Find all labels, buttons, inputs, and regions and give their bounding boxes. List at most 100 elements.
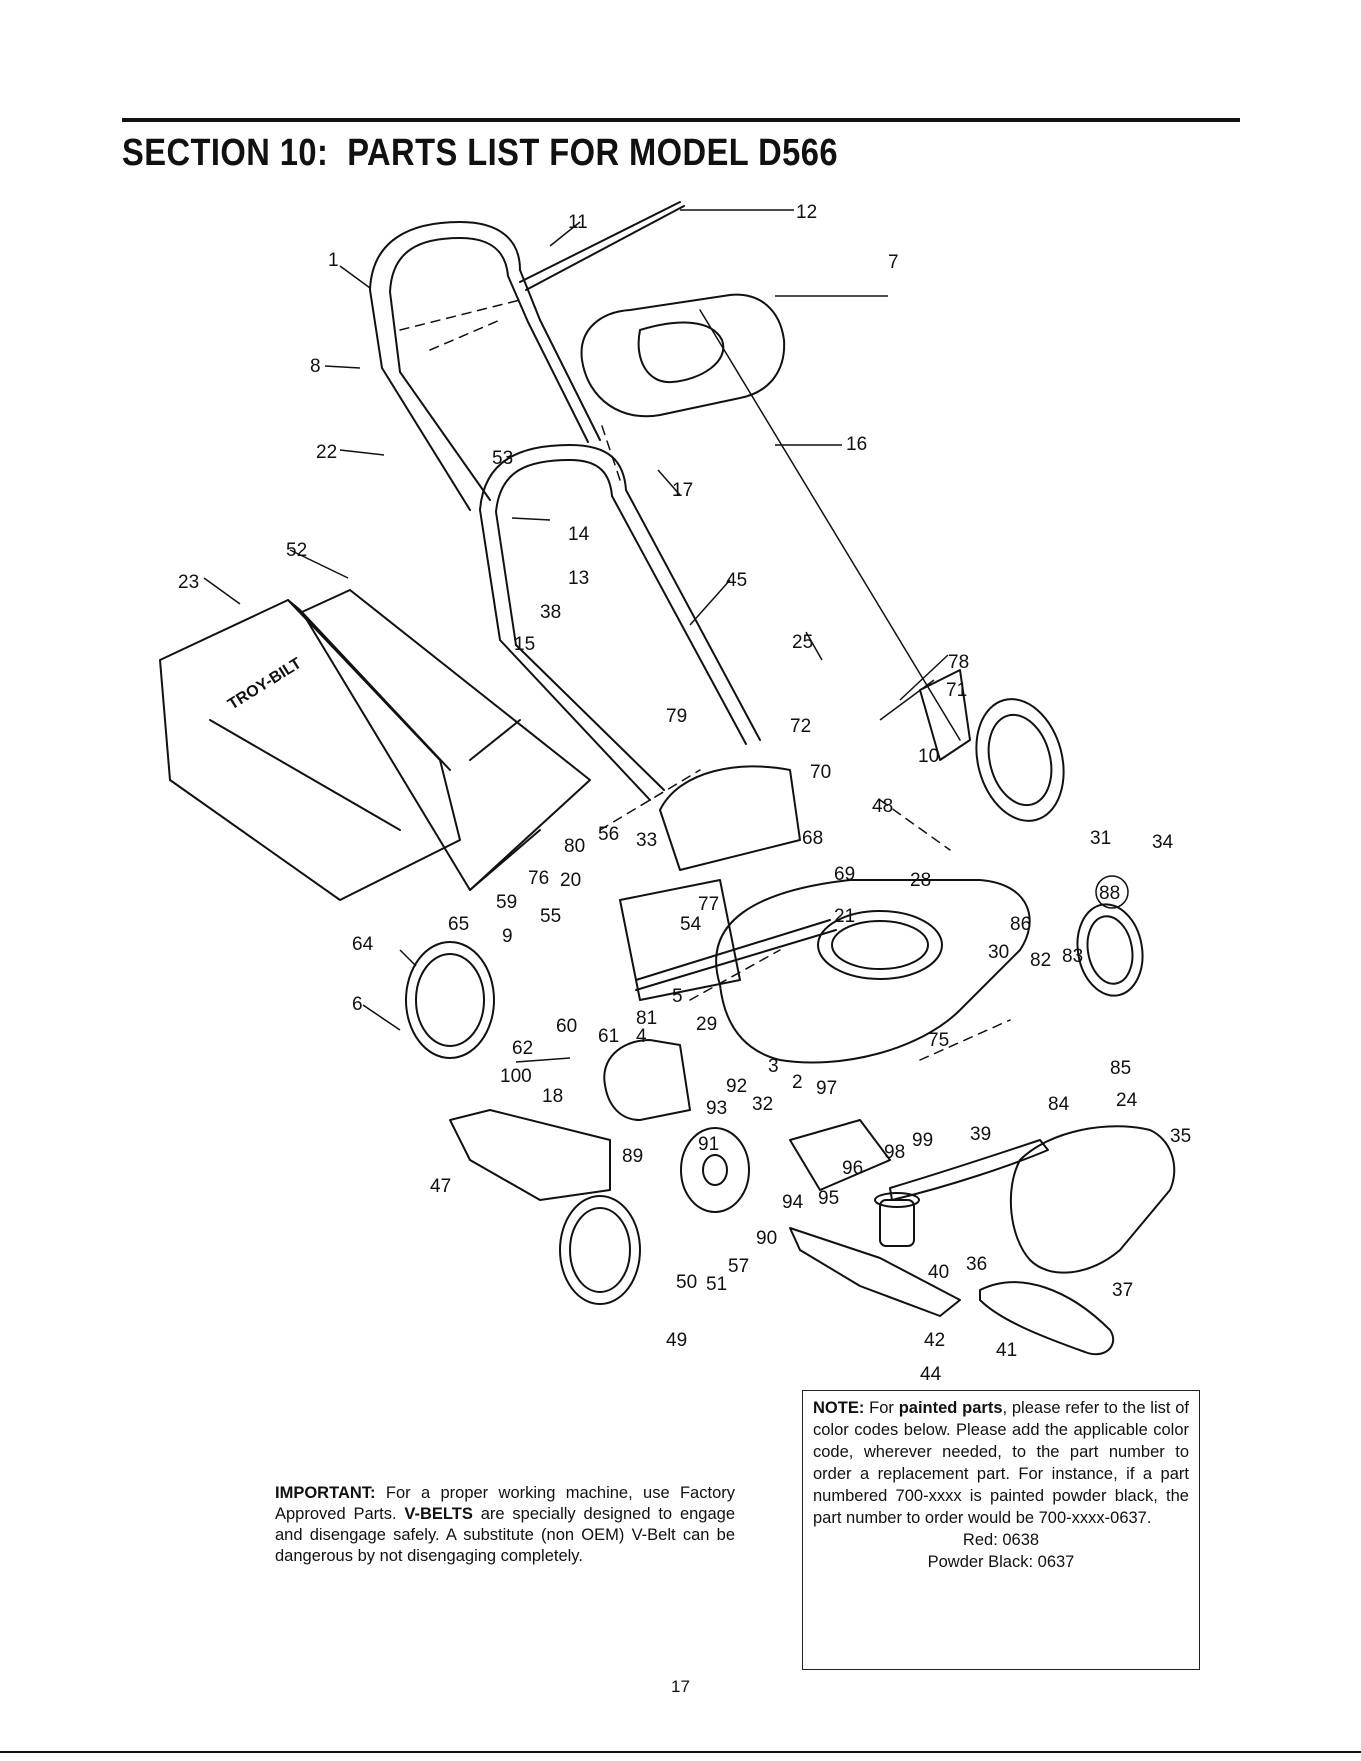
callout-8: 8	[310, 356, 321, 377]
callout-2: 2	[792, 1072, 803, 1093]
vbelts-label: V-BELTS	[404, 1505, 473, 1523]
callout-11: 11	[568, 212, 588, 233]
engine-cover-shape	[1009, 1125, 1176, 1274]
callout-60: 60	[556, 1016, 577, 1037]
callout-71: 71	[946, 680, 967, 701]
callout-32: 32	[752, 1094, 773, 1115]
callout-92: 92	[726, 1076, 747, 1097]
callout-95: 95	[818, 1188, 839, 1209]
exploded-parts-diagram: TROY-BILT 1 2 3 4 5 6 7 8 9 10 11 12 13 …	[159, 201, 1191, 1380]
callout-82: 82	[1030, 950, 1051, 971]
callout-48: 48	[872, 796, 893, 817]
callout-33: 33	[636, 830, 657, 851]
callout-97: 97	[816, 1078, 837, 1099]
callout-64: 64	[352, 934, 374, 955]
page-number: 17	[671, 1677, 690, 1696]
callout-79: 79	[666, 706, 687, 727]
note-text-1: For	[864, 1399, 899, 1417]
callout-21: 21	[834, 906, 855, 927]
callout-24: 24	[1116, 1090, 1138, 1111]
callout-9: 9	[502, 926, 513, 947]
callout-57: 57	[728, 1256, 749, 1277]
brand-logo: TROY-BILT	[225, 655, 305, 714]
callout-42: 42	[924, 1330, 945, 1351]
callout-70: 70	[810, 762, 831, 783]
bottom-rule	[0, 1751, 1361, 1753]
rear-left-wheel-shape	[405, 941, 495, 1059]
callout-55: 55	[540, 906, 561, 927]
callout-51: 51	[706, 1274, 727, 1295]
callout-29: 29	[696, 1014, 717, 1035]
callout-44: 44	[920, 1364, 942, 1380]
callout-88-circle: 88	[1095, 875, 1129, 909]
callout-23: 23	[178, 572, 199, 593]
deck-shape	[715, 879, 1031, 1064]
important-notice: IMPORTANT: For a proper working machine,…	[275, 1483, 735, 1567]
callout-99: 99	[912, 1130, 933, 1151]
callout-40: 40	[928, 1262, 949, 1283]
callout-15: 15	[514, 634, 535, 655]
v-belt-shape	[979, 1281, 1115, 1356]
callout-86: 86	[1010, 914, 1031, 935]
section-title-text: PARTS LIST FOR MODEL D566	[347, 132, 838, 174]
side-chute-shape	[449, 1109, 611, 1201]
callout-53: 53	[492, 448, 513, 469]
rear-door-shape	[659, 765, 801, 871]
callout-18: 18	[542, 1086, 563, 1107]
callout-5: 5	[672, 986, 683, 1007]
callout-72: 72	[790, 716, 811, 737]
rear-right-wheel-shape	[975, 698, 1065, 822]
callout-41: 41	[996, 1340, 1017, 1361]
callout-13: 13	[568, 568, 589, 589]
callout-89: 89	[622, 1146, 643, 1167]
callout-78: 78	[948, 652, 969, 673]
callout-22: 22	[316, 442, 337, 463]
note-text-2: , please refer to the list of color code…	[813, 1399, 1190, 1527]
callout-52: 52	[286, 540, 307, 561]
upper-handle-inner	[389, 237, 589, 443]
callout-47: 47	[430, 1176, 451, 1197]
callout-16: 16	[846, 434, 867, 455]
callout-65: 65	[448, 914, 469, 935]
callout-12: 12	[796, 202, 817, 223]
callout-83: 83	[1062, 946, 1083, 967]
callout-39: 39	[970, 1124, 991, 1145]
callout-45: 45	[726, 570, 747, 591]
callout-62: 62	[512, 1038, 533, 1059]
callout-10: 10	[918, 746, 939, 767]
red-color-code: Red: 0638	[962, 1531, 1040, 1549]
callout-17: 17	[672, 480, 693, 501]
callout-77: 77	[698, 894, 719, 915]
callout-61: 61	[598, 1026, 619, 1047]
lower-handle-shape	[479, 444, 761, 741]
callout-6: 6	[352, 994, 363, 1015]
bag-frame-shape	[301, 589, 591, 891]
callout-88: 88	[1099, 883, 1120, 904]
callout-14: 14	[568, 524, 590, 545]
callout-76: 76	[528, 868, 549, 889]
section-number: SECTION 10:	[122, 132, 329, 174]
important-text-1: For a proper working machine, use Factor…	[275, 1484, 735, 1523]
callout-3: 3	[768, 1056, 779, 1077]
page-title: SECTION 10: PARTS LIST FOR MODEL D566	[122, 132, 838, 175]
color-code-note: NOTE: For painted parts, please refer to…	[802, 1390, 1200, 1670]
callout-1: 1	[328, 250, 339, 271]
callout-37: 37	[1112, 1280, 1133, 1301]
callout-20: 20	[560, 870, 581, 891]
blade-shape	[789, 1227, 961, 1317]
callout-81: 81	[636, 1008, 657, 1029]
callout-68: 68	[802, 828, 823, 849]
callout-100: 100	[500, 1066, 532, 1087]
callout-75: 75	[928, 1030, 949, 1051]
callout-50: 50	[676, 1272, 697, 1293]
callout-59: 59	[496, 892, 517, 913]
callout-7: 7	[888, 252, 899, 273]
callout-31: 31	[1090, 828, 1111, 849]
callout-80: 80	[564, 836, 585, 857]
callout-36: 36	[966, 1254, 987, 1275]
callout-25: 25	[792, 632, 813, 653]
important-text-2: are specially designed to engage and dis…	[275, 1505, 735, 1565]
callout-94: 94	[782, 1192, 804, 1213]
callout-4: 4	[636, 1026, 647, 1047]
callout-54: 54	[680, 914, 702, 935]
